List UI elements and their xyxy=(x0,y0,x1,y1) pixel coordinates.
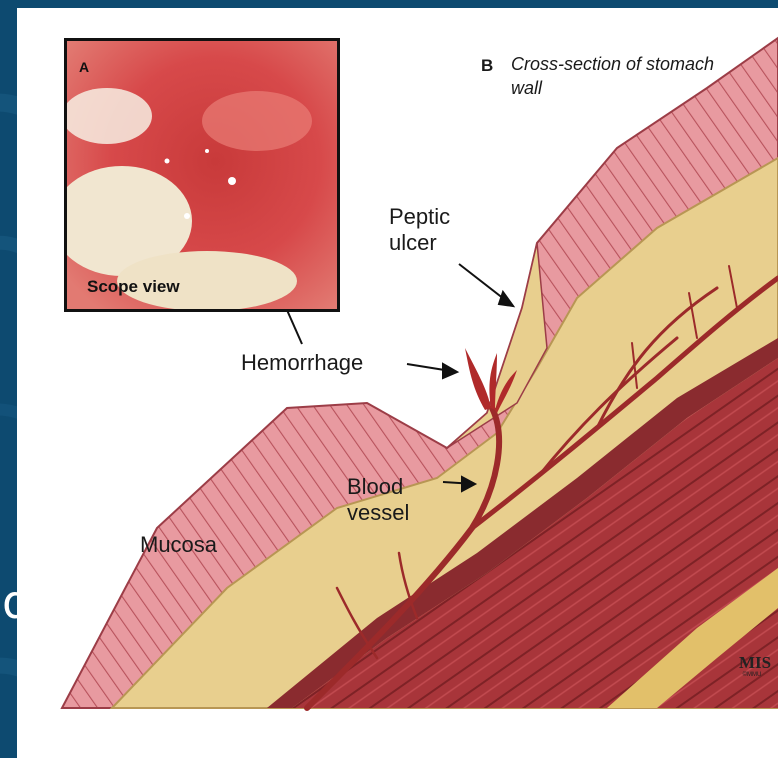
label-mucosa: Mucosa xyxy=(140,532,217,558)
label-hemorrhage: Hemorrhage xyxy=(241,350,363,376)
signature-monogram: MIS xyxy=(739,656,765,670)
label-peptic-ulcer: Peptic ulcer xyxy=(389,204,479,256)
panel-b-letter: B xyxy=(481,56,493,76)
panel-b-title: Cross-section of stomach wall xyxy=(511,52,731,100)
label-blood-vessel: Blood vessel xyxy=(347,474,437,526)
scope-view-caption: Scope view xyxy=(87,277,180,297)
scope-view-image xyxy=(67,41,337,309)
illustrator-signature: MIS ©MMU xyxy=(739,656,765,678)
illustration-panel: A Scope view B Cross-section of stomach … xyxy=(17,8,778,758)
signature-small-text: ©MMU xyxy=(739,672,765,678)
inset-letter-a: A xyxy=(79,59,89,75)
scope-view-inset: A Scope view xyxy=(64,38,340,312)
